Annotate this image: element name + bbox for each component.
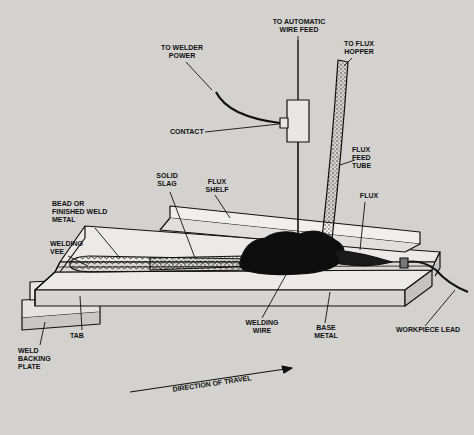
base-metal-label: BASE METAL xyxy=(308,324,344,340)
power-label: TO WELDER POWER xyxy=(160,44,204,60)
bead-label: BEAD OR FINISHED WELD METAL xyxy=(52,200,112,224)
feed-tube-label: FLUX FEED TUBE xyxy=(352,146,386,170)
wire-feed-label: TO AUTOMATIC WIRE FEED xyxy=(268,18,330,34)
slag-label: SOLID SLAG xyxy=(150,172,184,188)
wire-label: WELDING WIRE xyxy=(240,319,284,335)
travel-label: DIRECTION OF TRAVEL xyxy=(152,371,272,397)
flux-label: FLUX xyxy=(356,192,382,200)
workpiece-lead-label: WORKPIECE LEAD xyxy=(396,326,468,334)
hopper-label: TO FLUX HOPPER xyxy=(336,40,382,56)
vee-label: WELDING VEE xyxy=(50,240,90,256)
shelf-label: FLUX SHELF xyxy=(200,178,234,194)
backing-plate-label: WELD BACKING PLATE xyxy=(18,347,68,371)
tab-label: TAB xyxy=(70,332,94,340)
contact-label: CONTACT xyxy=(170,128,210,136)
